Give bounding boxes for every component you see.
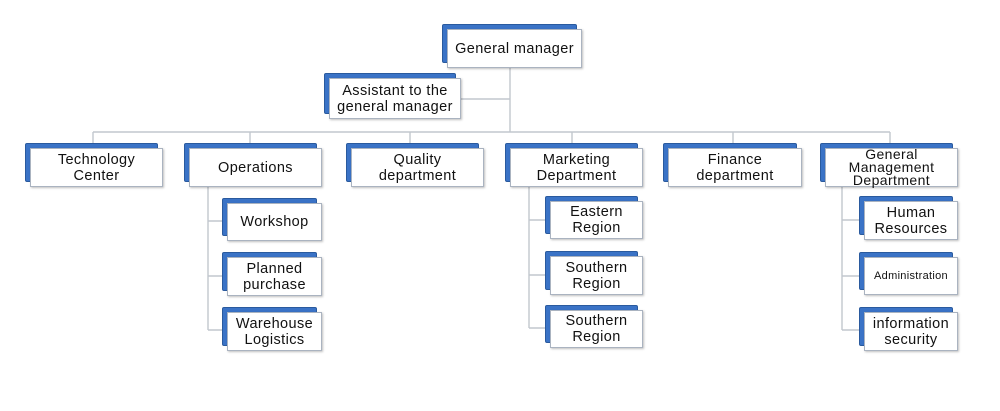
gm-child-information-security-label: information security	[872, 315, 950, 348]
operations-child-warehouse-logistics-label: Warehouse Logistics	[235, 315, 314, 348]
dept-marketing-label: Marketing Department	[536, 151, 617, 184]
dept-finance-box: Finance department	[663, 143, 802, 187]
marketing-child-eastern-region-box: Eastern Region	[545, 196, 643, 239]
gm-child-information-security-box: information security	[859, 307, 958, 351]
operations-child-warehouse-logistics-box: Warehouse Logistics	[222, 307, 322, 351]
dept-operations-box: Operations	[184, 143, 322, 187]
dept-quality-label: Quality department	[378, 151, 457, 184]
gm-child-human-resources-box: Human Resources	[859, 196, 958, 240]
assistant-label: Assistant to the general manager	[337, 82, 453, 115]
gm-child-administration-label: Administration	[874, 270, 948, 282]
general-manager-box: General manager	[442, 24, 582, 68]
dept-technology-center-box: Technology Center	[25, 143, 163, 187]
dept-operations-label: Operations	[218, 159, 293, 176]
operations-child-workshop-label: Workshop	[240, 214, 309, 230]
dept-general-management-label: General Management Department	[848, 146, 935, 188]
dept-technology-center-label: Technology Center	[57, 151, 136, 184]
marketing-child-southern-region-1-label: Southern Region	[565, 259, 628, 292]
marketing-child-eastern-region-label: Eastern Region	[570, 204, 623, 236]
assistant-box: Assistant to the general manager	[324, 73, 461, 119]
general-manager-label: General manager	[455, 40, 574, 57]
operations-child-planned-purchase-box: Planned purchase	[222, 252, 322, 296]
dept-quality-box: Quality department	[346, 143, 484, 187]
dept-finance-label: Finance department	[696, 151, 774, 184]
marketing-child-southern-region-1-box: Southern Region	[545, 251, 643, 295]
gm-child-human-resources-label: Human Resources	[874, 204, 948, 237]
operations-child-planned-purchase-label: Planned purchase	[243, 260, 306, 293]
marketing-child-southern-region-2-box: Southern Region	[545, 305, 643, 348]
dept-marketing-box: Marketing Department	[505, 143, 643, 187]
marketing-child-southern-region-2-label: Southern Region	[565, 313, 628, 345]
dept-general-management-box: General Management Department	[820, 143, 958, 188]
operations-child-workshop-box: Workshop	[222, 198, 322, 241]
gm-child-administration-box: Administration	[859, 252, 958, 295]
